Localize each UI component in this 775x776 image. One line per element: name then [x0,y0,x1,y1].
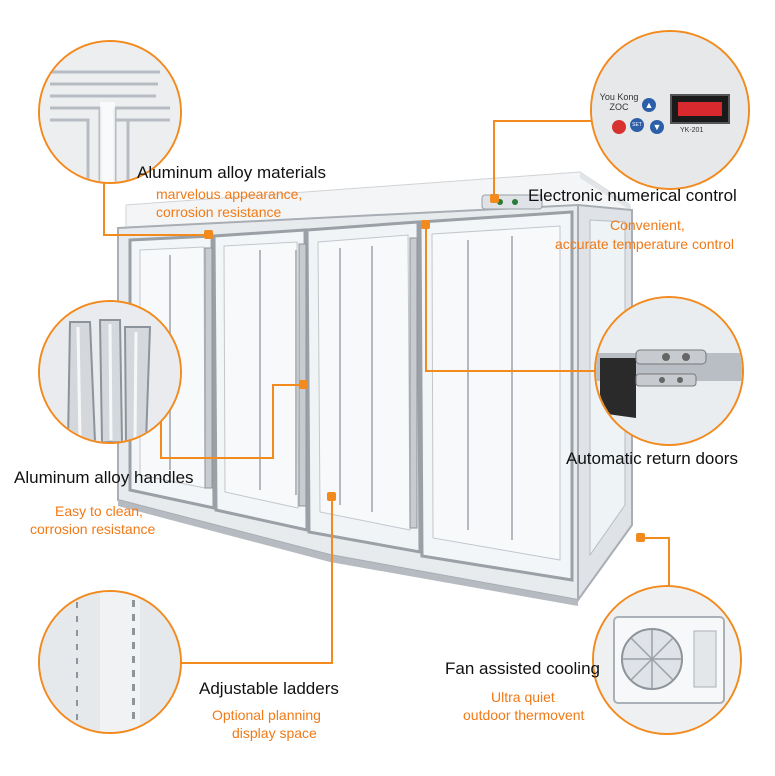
connector-line [331,496,333,664]
feature-desc-control-1: Convenient, [610,217,685,233]
aluminum-frame-closeup [38,40,182,184]
connector-line [103,234,207,236]
feature-title-handles: Aluminum alloy handles [14,468,194,487]
anchor-dot [636,533,645,542]
feature-desc-cooling-2: outdoor thermovent [463,707,585,723]
connector-line [493,120,593,122]
connector-line [425,225,427,371]
feature-title-ladders: Adjustable ladders [199,679,339,698]
feature-desc-ladders-1: Optional planning [212,707,321,723]
feature-desc-cooling-1: Ultra quiet [491,689,555,705]
connector-line [668,537,670,587]
anchor-dot [490,194,499,203]
power-button[interactable] [612,120,626,134]
connector-line [162,662,332,664]
feature-desc-control-2: accurate temperature control [555,236,734,252]
anchor-dot [204,230,213,239]
controller-brand-sub: ZOC [609,102,629,112]
connector-line [493,120,495,198]
connector-line [160,400,162,458]
feature-desc-handles-2: corrosion resistance [30,521,156,537]
connector-line [640,537,670,539]
controller-model: YK-201 [680,127,704,134]
feature-title-doors: Automatic return doors [566,449,738,468]
connector-line [103,170,105,235]
feature-title-control: Electronic numerical control [528,186,737,205]
controller-closeup: You Kong ZOC ▲ SET ▼ YK-201 [590,30,750,190]
set-button[interactable]: SET [630,118,644,132]
anchor-dot [421,220,430,229]
feature-title-materials: Aluminum alloy materials [137,163,326,182]
handle-closeup [38,300,182,444]
connector-line [272,384,274,459]
anchor-dot [299,380,308,389]
feature-desc-materials-2: corrosion resistance [156,204,282,220]
connector-line [160,457,272,459]
connector-line [272,384,302,386]
anchor-dot [327,492,336,501]
feature-desc-handles-1: Easy to clean, [55,503,143,519]
feature-desc-ladders-2: display space [232,725,317,741]
temperature-display [670,94,730,124]
door-hinge-closeup [594,296,744,446]
connector-line [425,370,595,372]
condenser-unit-closeup [592,585,742,735]
up-arrow-button[interactable]: ▲ [642,98,656,112]
controller-brand: You Kong [599,92,639,102]
down-arrow-button[interactable]: ▼ [650,120,664,134]
ladder-closeup [38,590,182,734]
feature-title-cooling: Fan assisted cooling [445,659,600,678]
feature-desc-materials-1: marvelous appearance, [156,186,303,202]
